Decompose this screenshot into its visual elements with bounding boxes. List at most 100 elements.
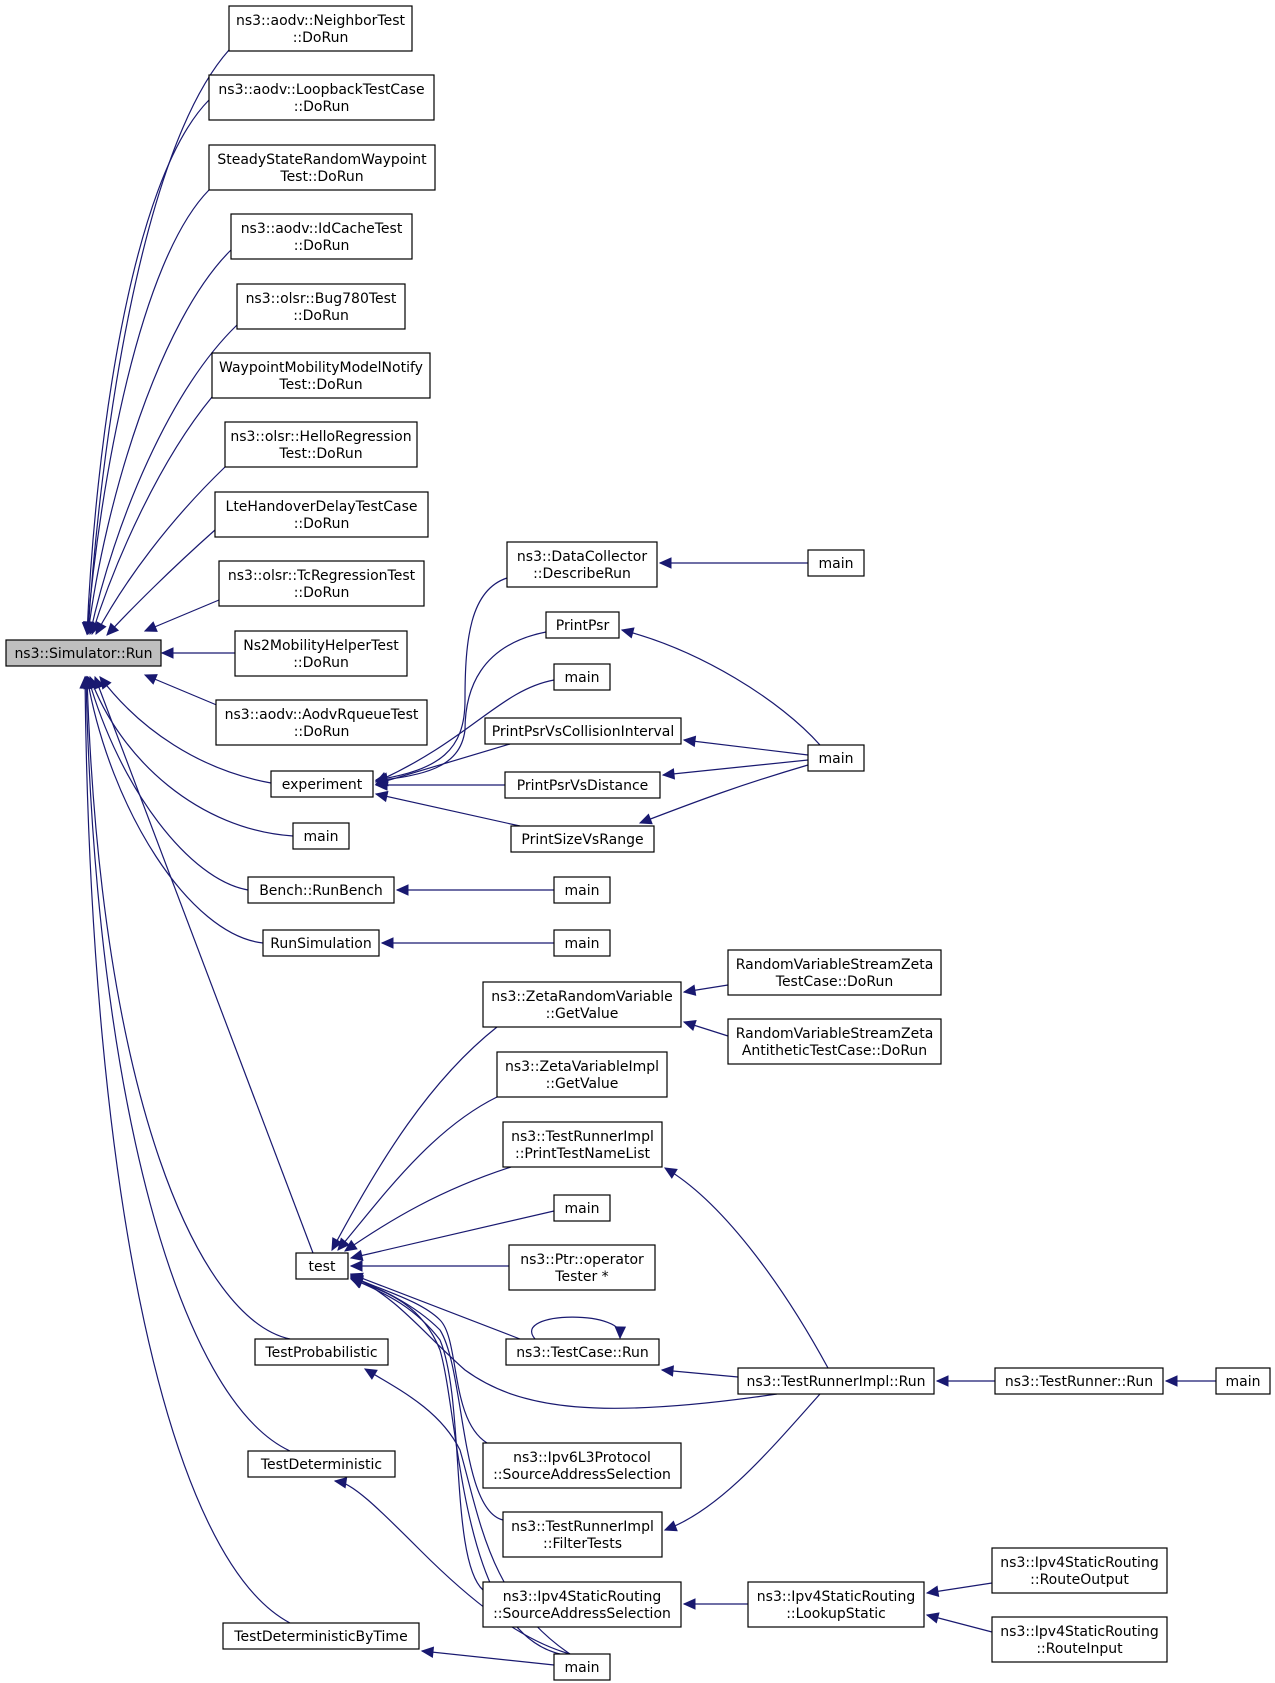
edge-test-to-root [93,675,314,1254]
edge-line [84,676,291,1624]
node-main_b[interactable]: main [553,663,611,691]
node-trirun[interactable]: ns3::TestRunnerImpl::Run [737,1367,935,1395]
arrowhead-icon [395,884,409,896]
node-describe[interactable]: ns3::DataCollector::DescribeRun [506,541,658,588]
arrowhead-icon [349,1260,363,1272]
node-main_i[interactable]: main [1215,1367,1271,1395]
edge-line [144,599,220,632]
node-filter[interactable]: ns3::TestRunnerImpl::FilterTests [502,1511,663,1558]
node-trrun[interactable]: ns3::TestRunner::Run [994,1367,1164,1395]
node-main_e[interactable]: main [553,876,611,904]
edge-trrun-to-trirun [935,1375,995,1387]
arrowhead-icon [79,675,91,689]
edge-main_g-to-test [349,1210,555,1262]
node-psrdist[interactable]: PrintPsrVsDistance [504,771,661,799]
node-box [737,1367,935,1395]
node-ipv6sas[interactable]: ns3::Ipv6L3Protocol::SourceAddressSelect… [482,1442,682,1489]
edge-main_c-to-describe [658,557,808,569]
edge-line [86,676,264,944]
node-zetaanti[interactable]: RandomVariableStreamZetaAntitheticTestCa… [727,1018,942,1065]
node-root[interactable]: ns3::Simulator::Run [5,639,162,667]
node-test[interactable]: test [295,1252,349,1280]
node-label: RandomVariableStreamZeta [736,957,934,973]
node-label: main [819,751,854,767]
edge-n7-to-root [95,466,226,636]
node-label: RunSimulation [270,936,371,952]
node-n9[interactable]: ns3::olsr::TcRegressionTest::DoRun [218,560,425,607]
node-label: Test::DoRun [278,446,362,462]
edge-line [85,676,291,1452]
node-box [215,699,428,746]
edge-line [664,1393,821,1531]
node-tcrun[interactable]: ns3::TestCase::Run [505,1338,660,1366]
node-box [208,144,436,191]
node-n4[interactable]: ns3::aodv::IdCacheTest::DoRun [230,213,413,260]
node-n11[interactable]: ns3::aodv::AodvRqueueTest::DoRun [215,699,428,746]
node-n5[interactable]: ns3::olsr::Bug780Test::DoRun [236,283,406,330]
node-lookup[interactable]: ns3::Ipv4StaticRouting::LookupStatic [747,1581,925,1628]
edge-n11-to-root [143,674,220,707]
node-main_c[interactable]: main [807,549,865,577]
edge-zetarv-to-test [331,1026,498,1252]
node-box [994,1367,1164,1395]
edge-line [106,529,216,636]
edge-n9-to-root [143,599,220,632]
node-label: TestCase::DoRun [775,974,893,990]
node-label: TestProbabilistic [264,1345,377,1361]
arrowhead-icon [420,1646,435,1658]
node-main_d[interactable]: main [807,744,865,772]
node-printpsr[interactable]: PrintPsr [545,611,620,639]
node-n10[interactable]: Ns2MobilityHelperTest::DoRun [234,630,408,677]
node-main_f[interactable]: main [553,929,611,957]
node-n2[interactable]: ns3::aodv::LoopbackTestCase::DoRun [208,74,435,121]
arrowhead-icon [344,1239,358,1252]
node-box [247,876,395,904]
node-zetarv[interactable]: ns3::ZetaRandomVariable::GetValue [482,981,682,1028]
node-ipv4sas[interactable]: ns3::Ipv4StaticRouting::SourceAddressSel… [482,1581,682,1628]
node-label: ns3::DataCollector [517,549,647,565]
node-runsim[interactable]: RunSimulation [262,929,380,957]
node-box [292,822,350,850]
node-label: ns3::olsr::TcRegressionTest [228,568,416,584]
arrowhead-icon [638,813,653,825]
node-main_h[interactable]: main [553,1653,611,1681]
edge-printlist-to-test [344,1166,512,1252]
edge-tcrun-to-tcrun [531,1316,627,1340]
node-experiment[interactable]: experiment [270,770,374,798]
node-label: ::DoRun [294,724,350,740]
node-zetaimpl[interactable]: ns3::ZetaVariableImpl::GetValue [496,1051,668,1098]
edge-main_i-to-trrun [1164,1375,1216,1387]
node-bench[interactable]: Bench::RunBench [247,876,395,904]
node-label: main [565,936,600,952]
node-label: WaypointMobilityModelNotify [219,360,423,376]
node-box [270,770,374,798]
node-label: ns3::ZetaRandomVariable [491,989,672,1005]
node-box [496,1051,668,1098]
node-routeout[interactable]: ns3::Ipv4StaticRouting::RouteOutput [991,1547,1168,1594]
node-n1[interactable]: ns3::aodv::NeighborTest::DoRun [228,5,413,52]
node-main_a[interactable]: main [292,822,350,850]
arrowhead-icon [106,622,120,636]
edge-main_d-to-psrcoll [682,735,809,756]
node-tdettime[interactable]: TestDeterministicByTime [222,1622,420,1650]
node-tdet[interactable]: TestDeterministic [247,1450,396,1478]
node-n8[interactable]: LteHandoverDelayTestCase::DoRun [214,491,429,538]
node-label: ::DoRun [293,308,349,324]
edge-main_h-to-tdettime [420,1646,555,1666]
node-box [5,639,162,667]
node-label: main [565,1660,600,1676]
edge-line [531,1316,621,1340]
node-printlist[interactable]: ns3::TestRunnerImpl::PrintTestNameList [502,1121,663,1168]
edge-n4-to-root [83,249,232,636]
node-main_g[interactable]: main [553,1194,611,1222]
node-sizerange[interactable]: PrintSizeVsRange [510,825,655,853]
node-tprob[interactable]: TestProbabilistic [254,1338,389,1366]
node-psrcoll[interactable]: PrintPsrVsCollisionInterval [484,717,682,745]
node-routein[interactable]: ns3::Ipv4StaticRouting::RouteInput [991,1616,1168,1663]
node-label: ::DoRun [294,99,350,115]
